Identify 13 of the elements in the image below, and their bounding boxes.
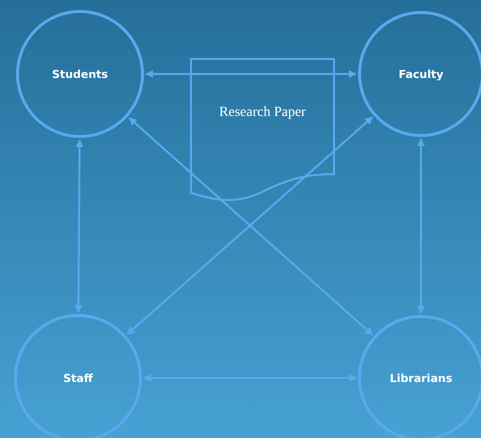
circle-node: [14, 314, 142, 438]
node-label: Students: [52, 68, 108, 80]
node-label: Librarians: [390, 372, 452, 384]
double-arrow: [74, 139, 84, 313]
circle-node: [358, 11, 481, 137]
node-label: Faculty: [398, 68, 444, 80]
double-arrow: [145, 70, 357, 78]
node-label: Research Paper: [218, 104, 307, 122]
circle-node: [358, 315, 481, 438]
double-arrow: [143, 374, 357, 382]
double-arrow: [417, 138, 425, 314]
circle-node: [16, 10, 144, 138]
node-label: Staff: [63, 372, 93, 384]
